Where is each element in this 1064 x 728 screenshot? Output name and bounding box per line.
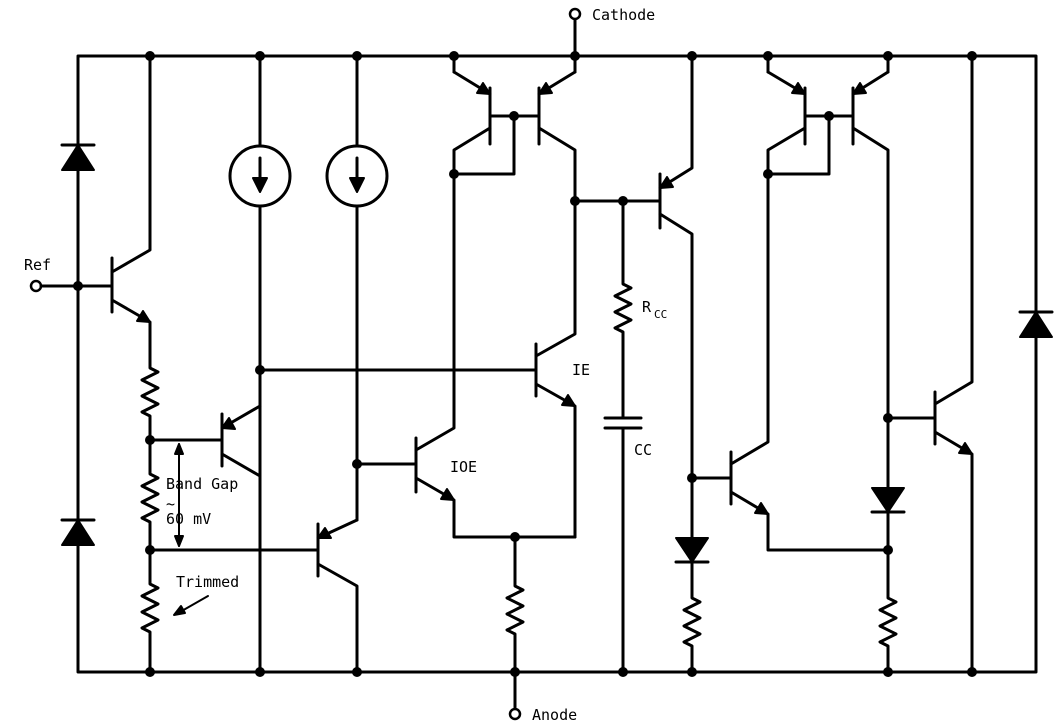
transistor-bandgap-lower — [148, 518, 359, 674]
resistor-trimmed — [140, 548, 160, 674]
compensation-branch: R CC CC — [573, 199, 667, 674]
band-gap-voltage: 60 mV — [166, 510, 211, 528]
ref-terminal: Ref — [24, 256, 114, 293]
anode-label: Anode — [532, 706, 577, 724]
transistor-output — [886, 54, 974, 674]
transistor-ioe: IOE — [355, 172, 577, 539]
trimmed-label: Trimmed — [176, 573, 239, 591]
cathode-label: Cathode — [592, 6, 655, 24]
cathode-rail — [76, 18, 1038, 302]
current-source-1 — [228, 54, 292, 674]
rcc-subscript: CC — [654, 308, 667, 321]
ie-label: IE — [572, 361, 590, 379]
diode-left-bottom — [60, 314, 96, 552]
anode-rail — [76, 338, 1038, 710]
cathode-terminal: Cathode — [568, 6, 655, 24]
transistor-driver — [658, 54, 694, 480]
junction-dots — [73, 51, 977, 677]
ioe-label: IOE — [450, 458, 477, 476]
band-gap-dimension: Band Gap ~ 60 mV — [166, 443, 238, 547]
resistor-upper — [140, 358, 160, 442]
transistor-ie: IE — [258, 199, 590, 539]
approx-symbol: ~ — [166, 495, 175, 513]
band-gap-label: Band Gap — [166, 475, 238, 493]
resistor-middle — [140, 438, 160, 552]
current-source-2 — [325, 54, 389, 522]
diode-stack-2 — [870, 487, 906, 674]
cc-label: CC — [634, 441, 652, 459]
anode-terminal: Anode — [508, 706, 577, 724]
ref-label: Ref — [24, 256, 51, 274]
transistor-bandgap-upper — [148, 404, 262, 552]
resistor-anode — [505, 535, 525, 674]
transistor-ref-input — [110, 54, 152, 362]
current-mirror-1 — [452, 54, 577, 203]
transistor-mid-right — [690, 172, 890, 552]
trimmed-annotation: Trimmed — [173, 573, 239, 616]
diode-stack-1 — [674, 476, 710, 674]
diode-right — [1018, 298, 1054, 342]
rcc-label: R — [642, 298, 652, 316]
